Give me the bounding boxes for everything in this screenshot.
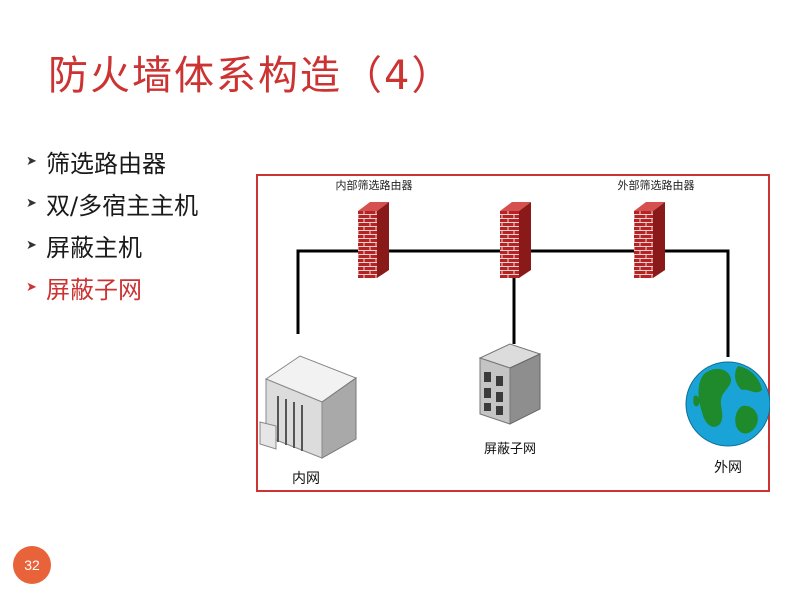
firewall-icon bbox=[500, 202, 531, 278]
bullet-text: 屏蔽主机 bbox=[46, 233, 142, 262]
inner-router-label: 内部筛选路由器 bbox=[336, 178, 413, 192]
bullet-list: ➤ 筛选路由器 ➤ 双/多宿主主机 ➤ 屏蔽主机 ➤ 屏蔽子网 bbox=[26, 140, 198, 308]
outer-router-label: 外部筛选路由器 bbox=[618, 178, 695, 192]
screened-subnet-diagram: 内部筛选路由器 外部筛选路由器 内网 bbox=[256, 174, 770, 492]
outer-network-label: 外网 bbox=[714, 460, 742, 476]
firewall-icon bbox=[358, 202, 389, 278]
server-building-icon bbox=[259, 355, 358, 459]
globe-icon bbox=[685, 361, 770, 447]
bullet-arrow-icon: ➤ bbox=[26, 195, 37, 211]
firewall-icon bbox=[634, 202, 665, 278]
bullet-item: ➤ 筛选路由器 bbox=[26, 140, 198, 182]
bullet-item-active: ➤ 屏蔽子网 bbox=[26, 266, 198, 308]
bullet-item: ➤ 双/多宿主主机 bbox=[26, 182, 198, 224]
bullet-arrow-icon: ➤ bbox=[26, 237, 37, 253]
office-building-icon bbox=[478, 343, 542, 425]
bullet-text: 筛选路由器 bbox=[46, 149, 166, 178]
bullet-arrow-icon: ➤ bbox=[26, 279, 37, 295]
bullet-text: 屏蔽子网 bbox=[46, 275, 142, 304]
bullet-text: 双/多宿主主机 bbox=[46, 191, 199, 220]
bullet-item: ➤ 屏蔽主机 bbox=[26, 224, 198, 266]
slide-title: 防火墙体系构造（4） bbox=[48, 53, 454, 99]
page-number-badge: 32 bbox=[13, 546, 51, 584]
screened-subnet-label: 屏蔽子网 bbox=[484, 442, 536, 457]
bullet-arrow-icon: ➤ bbox=[26, 153, 37, 169]
inner-network-label: 内网 bbox=[292, 471, 320, 487]
